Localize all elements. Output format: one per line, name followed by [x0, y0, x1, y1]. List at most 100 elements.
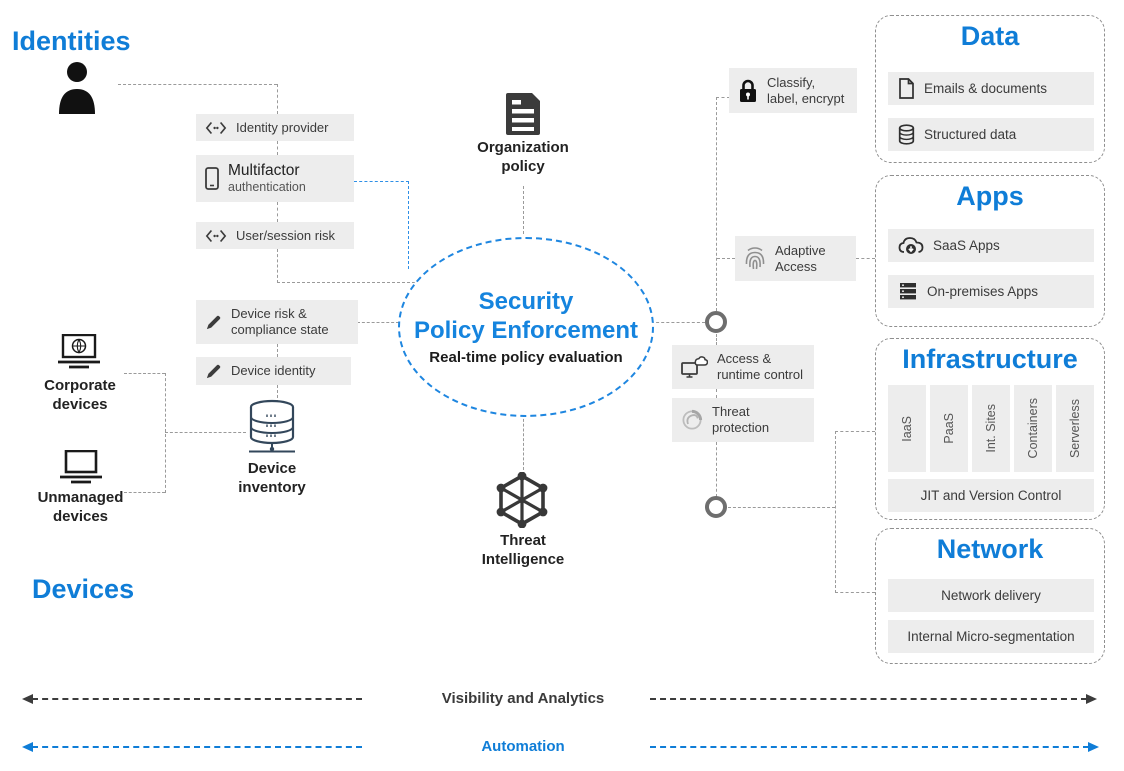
- device-risk-box: Device risk & compliance state: [196, 300, 358, 344]
- laptop-icon: [60, 450, 102, 484]
- connector: [277, 249, 278, 283]
- organization-policy-label: Organization policy: [477, 139, 569, 175]
- emails-documents-label: Emails & documents: [924, 81, 1048, 96]
- device-inventory-label: Device inventory: [238, 460, 306, 496]
- identities-title: Identities: [12, 26, 131, 56]
- threat-protection-label: Threat protection: [712, 404, 770, 435]
- page-icon: [899, 78, 914, 99]
- structured-data-label: Structured data: [924, 127, 1017, 142]
- swirl-shield-icon: [682, 409, 703, 430]
- serverless-label: Serverless: [1068, 398, 1082, 459]
- multifactor-sublabel: authentication: [228, 180, 306, 195]
- connector: [716, 97, 730, 98]
- infrastructure-panel-title: Infrastructure: [902, 344, 1078, 374]
- connector-blue: [408, 181, 409, 269]
- threat-intelligence-label: Threat Intelligence: [481, 532, 565, 568]
- connector: [651, 322, 705, 323]
- iaas-label: IaaS: [900, 415, 914, 442]
- infrastructure-column-containers: Containers: [1014, 385, 1052, 472]
- database-icon: [249, 399, 295, 453]
- code-brackets-icon: [205, 121, 227, 134]
- on-premises-apps-label: On-premises Apps: [927, 284, 1039, 299]
- connector: [277, 344, 278, 357]
- infrastructure-column-iaas: IaaS: [888, 385, 926, 472]
- connector: [835, 431, 836, 593]
- connector: [277, 385, 278, 403]
- lock-icon: [740, 79, 756, 102]
- paas-label: PaaS: [942, 413, 956, 444]
- infrastructure-panel: Infrastructure IaaS PaaS Int. Sites Cont…: [875, 338, 1105, 520]
- apps-panel-title: Apps: [956, 181, 1024, 211]
- smartphone-icon: [205, 167, 219, 190]
- monitor-cloud-icon: [681, 355, 708, 378]
- emails-documents-item: Emails & documents: [888, 72, 1094, 105]
- access-runtime-box: Access & runtime control: [672, 345, 814, 389]
- connector: [716, 334, 717, 345]
- connector: [277, 282, 415, 283]
- connector: [277, 141, 278, 155]
- fingerprint-icon: [745, 246, 765, 269]
- device-identity-box: Device identity: [196, 357, 351, 385]
- user-session-risk-label: User/session risk: [236, 227, 335, 243]
- infrastructure-columns: IaaS PaaS Int. Sites Containers Serverle…: [888, 385, 1094, 472]
- pencil-icon: [206, 315, 221, 329]
- connector: [118, 84, 277, 85]
- automation-label: Automation: [481, 738, 565, 755]
- connector: [523, 414, 524, 470]
- network-panel-title: Network: [936, 534, 1044, 564]
- multifactor-box: Multifactor authentication: [196, 155, 354, 202]
- person-icon: [59, 62, 95, 114]
- on-premises-apps-item: On-premises Apps: [888, 275, 1094, 308]
- containers-label: Containers: [1026, 398, 1040, 459]
- connector: [124, 373, 165, 374]
- arrowhead-right-icon: [1088, 742, 1099, 752]
- security-policy-enforcement-ellipse: Security Policy Enforcement Real-time po…: [398, 237, 654, 417]
- connector: [716, 442, 717, 497]
- code-brackets-icon: [205, 229, 227, 242]
- structured-data-item: Structured data: [888, 118, 1094, 151]
- connector: [856, 258, 875, 259]
- network-delivery-label: Network delivery: [941, 588, 1041, 603]
- ring-connector-bottom: [705, 496, 727, 518]
- connector: [277, 84, 278, 114]
- connector: [357, 322, 399, 323]
- visibility-arrow-right: [650, 698, 1087, 700]
- cylinder-icon: [898, 124, 915, 145]
- adaptive-access-box: Adaptive Access: [735, 236, 856, 281]
- data-panel: Data Emails & documents Structured data: [875, 15, 1105, 163]
- identity-provider-label: Identity provider: [236, 119, 329, 135]
- infrastructure-column-paas: PaaS: [930, 385, 968, 472]
- jit-version-control-label: JIT and Version Control: [920, 488, 1062, 503]
- laptop-globe-icon: [58, 334, 100, 369]
- connector: [716, 389, 717, 398]
- connector: [728, 507, 835, 508]
- corporate-devices-label: Corporate devices: [44, 377, 116, 413]
- security-subtitle: Real-time policy evaluation: [429, 348, 623, 366]
- micro-segmentation-label: Internal Micro-segmentation: [907, 629, 1075, 644]
- connector: [165, 373, 166, 493]
- connector: [717, 258, 735, 259]
- network-panel: Network Network delivery Internal Micro-…: [875, 528, 1105, 664]
- adaptive-access-label: Adaptive Access: [775, 242, 826, 274]
- document-policy-icon: [506, 93, 540, 135]
- access-runtime-label: Access & runtime control: [717, 351, 803, 382]
- saas-apps-label: SaaS Apps: [933, 238, 1000, 253]
- classify-label: Classify, label, encrypt: [767, 74, 845, 106]
- connector: [124, 492, 165, 493]
- automation-arrow-left: [32, 746, 362, 748]
- connector: [523, 186, 524, 234]
- arrowhead-left-icon: [22, 742, 33, 752]
- multifactor-label-wrap: Multifactor authentication: [228, 162, 306, 196]
- infrastructure-column-serverless: Serverless: [1056, 385, 1094, 472]
- unmanaged-devices-label: Unmanaged devices: [37, 489, 124, 525]
- connector: [716, 97, 717, 311]
- connector: [165, 432, 246, 433]
- identity-provider-box: Identity provider: [196, 114, 354, 141]
- visibility-arrow-left: [32, 698, 362, 700]
- int-sites-label: Int. Sites: [984, 404, 998, 453]
- server-rack-icon: [900, 283, 916, 300]
- jit-version-control-item: JIT and Version Control: [888, 479, 1094, 512]
- connector: [835, 592, 875, 593]
- apps-panel: Apps SaaS Apps On-premises Apps: [875, 175, 1105, 327]
